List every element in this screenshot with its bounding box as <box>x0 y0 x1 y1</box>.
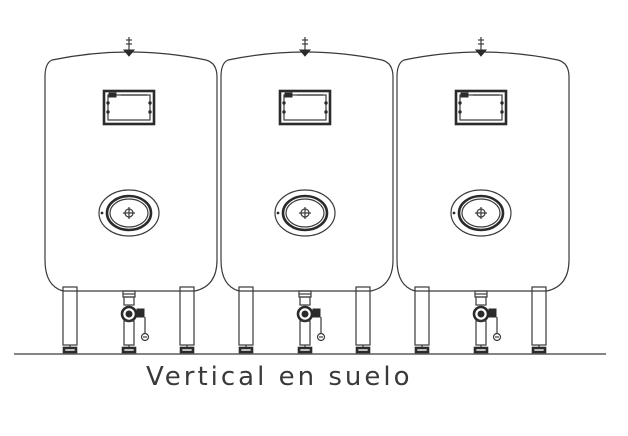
leg-foot <box>179 346 195 354</box>
nameplate-bolt <box>458 101 462 105</box>
nameplate-bolt <box>106 101 110 105</box>
manway-outer <box>98 189 160 237</box>
drain-pipe <box>299 296 311 306</box>
manway-door <box>105 194 153 232</box>
manway-outer <box>450 189 512 237</box>
drain-riser <box>299 320 311 346</box>
nameplate-bolt <box>282 101 286 105</box>
manway-door <box>281 194 329 232</box>
nameplate-bolt <box>106 110 110 114</box>
manway-hinge <box>276 211 280 215</box>
leg-foot <box>62 346 78 354</box>
vent-arrow-icon <box>122 49 136 57</box>
manway-door <box>457 194 505 232</box>
drain-pipe <box>123 296 135 306</box>
leg <box>414 286 430 346</box>
valve-core <box>477 310 485 318</box>
nameplate-bolt <box>324 101 328 105</box>
nameplate <box>102 89 156 126</box>
drain-riser <box>475 320 487 346</box>
leg <box>179 286 195 346</box>
nameplate <box>454 89 508 126</box>
manway-hinge <box>100 211 104 215</box>
nameplate-inner <box>283 94 327 121</box>
leg <box>355 286 371 346</box>
nameplate-inner <box>107 94 151 121</box>
sample-port-icon <box>140 332 150 342</box>
drawing-caption: Vertical en suelo <box>146 362 413 392</box>
tank-body <box>220 51 394 292</box>
nameplate <box>278 89 332 126</box>
nameplate-tag <box>284 92 293 98</box>
sample-port-icon <box>316 332 326 342</box>
valve-handle <box>312 308 321 318</box>
leg-foot <box>238 346 254 354</box>
valve-handle <box>136 308 145 318</box>
nameplate-bolt <box>148 110 152 114</box>
manway-gasket <box>461 198 501 228</box>
valve-handle <box>488 308 497 318</box>
leg-foot <box>531 346 547 354</box>
manway-gasket <box>285 198 325 228</box>
tank-2 <box>220 37 394 354</box>
nameplate-bolt <box>282 110 286 114</box>
nameplate-bolt <box>500 101 504 105</box>
drain-foot <box>121 346 137 354</box>
sample-port-icon <box>492 332 502 342</box>
leg <box>531 286 547 346</box>
tank-body <box>396 51 570 292</box>
nameplate-tag <box>460 92 469 98</box>
vent-arrow-icon <box>474 49 488 57</box>
drain-riser <box>123 320 135 346</box>
leg <box>62 286 78 346</box>
nameplate-bolt <box>458 110 462 114</box>
nameplate-bolt <box>500 110 504 114</box>
drain-foot <box>297 346 313 354</box>
manway-hinge <box>452 211 456 215</box>
tank-body <box>44 51 218 292</box>
manway-gasket <box>109 198 149 228</box>
tank-1 <box>44 37 218 354</box>
manway-outer <box>274 189 336 237</box>
valve-core <box>301 310 309 318</box>
drain-pipe <box>475 296 487 306</box>
leg-foot <box>355 346 371 354</box>
nameplate-bolt <box>324 110 328 114</box>
vent-arrow-icon <box>298 49 312 57</box>
nameplate-bolt <box>148 101 152 105</box>
valve-core <box>125 310 133 318</box>
drain-foot <box>473 346 489 354</box>
leg <box>238 286 254 346</box>
nameplate-inner <box>459 94 503 121</box>
nameplate-tag <box>108 92 117 98</box>
leg-foot <box>414 346 430 354</box>
tank-3 <box>396 37 570 354</box>
